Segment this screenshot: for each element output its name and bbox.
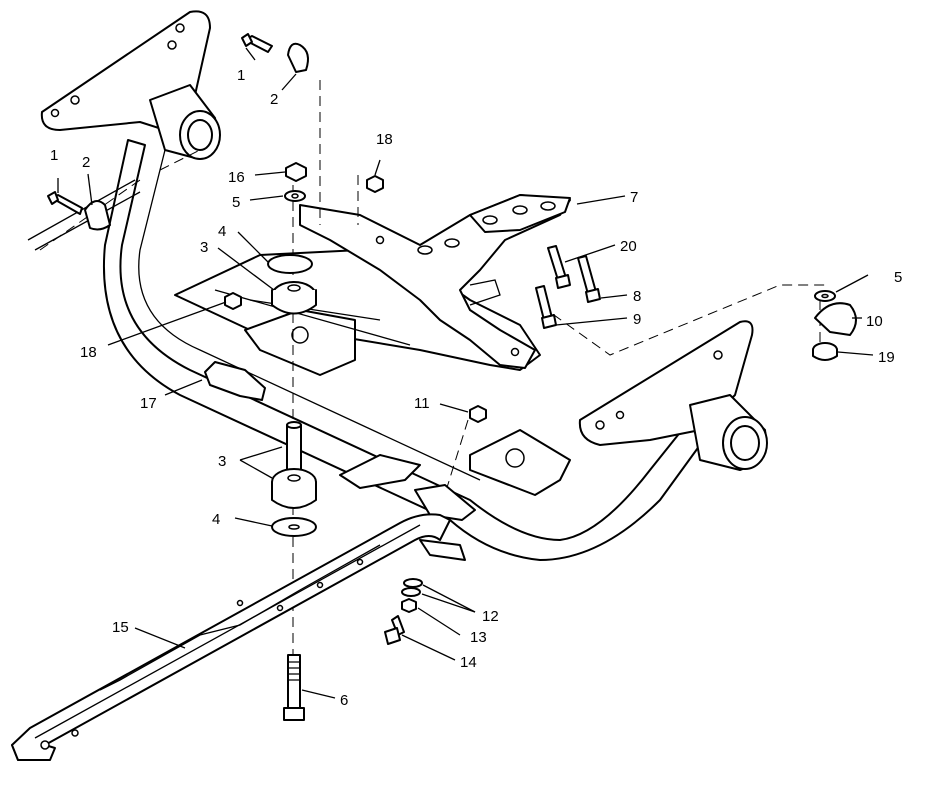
callout-11: 11 — [414, 395, 430, 412]
nut-13 — [401, 598, 417, 613]
callout-13: 13 — [470, 629, 487, 646]
nut-11 — [469, 405, 487, 423]
callout-5-left: 5 — [232, 194, 240, 211]
bolt-9 — [535, 285, 553, 321]
callout-14: 14 — [460, 654, 477, 671]
bolts-right — [535, 245, 601, 329]
channel-rail-15 — [11, 513, 466, 761]
callout-1-left: 1 — [50, 147, 58, 164]
center-mount-stack — [267, 162, 317, 315]
callout-10: 10 — [866, 313, 883, 330]
bolt-20 — [547, 245, 567, 281]
callout-15: 15 — [112, 619, 129, 636]
callout-1-top: 1 — [237, 67, 245, 84]
upper-bracket — [299, 194, 571, 369]
callout-18-top: 18 — [376, 131, 393, 148]
bolt-8 — [577, 255, 597, 295]
spacer-3 — [286, 424, 302, 471]
hardware-12-13-14 — [384, 578, 423, 645]
callout-5-right: 5 — [894, 269, 902, 286]
bracket-17 — [204, 361, 266, 401]
callout-17: 17 — [140, 395, 157, 412]
clamp-2-lower — [84, 200, 111, 231]
callout-7: 7 — [630, 189, 638, 206]
callout-12: 12 — [482, 608, 499, 625]
right-clamp-set — [812, 290, 857, 361]
callout-18-left: 18 — [80, 344, 97, 361]
washer-12a — [403, 578, 423, 588]
lower-mount-stack — [271, 421, 317, 537]
bolt-6 — [283, 654, 305, 721]
callout-8: 8 — [633, 288, 641, 305]
clamp-10 — [814, 302, 857, 336]
callout-16: 16 — [228, 169, 245, 186]
engine-plate — [174, 249, 541, 376]
bracket-11-base — [414, 484, 476, 521]
nut-18-top — [366, 175, 384, 193]
callout-3-bottom: 3 — [218, 453, 226, 470]
washer-12b — [401, 587, 421, 597]
leader-lines — [57, 47, 874, 699]
washer-4-top — [267, 254, 313, 274]
callout-labels: 1 2 1 2 18 16 5 4 3 18 7 20 8 9 5 10 19 … — [50, 67, 902, 709]
nut-16 — [285, 162, 307, 182]
callout-6: 6 — [340, 692, 348, 709]
mid-bracket — [339, 454, 421, 489]
callout-4-top: 4 — [218, 223, 226, 240]
frame-tube — [103, 139, 701, 561]
callout-9: 9 — [633, 311, 641, 328]
nut-18-left — [224, 292, 242, 310]
clamp-2-top — [287, 42, 309, 73]
callout-3-top: 3 — [200, 239, 208, 256]
top-clamp-assembly — [241, 33, 309, 73]
callout-2-top: 2 — [270, 91, 278, 108]
callout-2-left: 2 — [82, 154, 90, 171]
callout-4-bottom: 4 — [212, 511, 220, 528]
callout-19: 19 — [878, 349, 895, 366]
left-clamp-assembly — [27, 179, 141, 251]
callout-20: 20 — [620, 238, 637, 255]
